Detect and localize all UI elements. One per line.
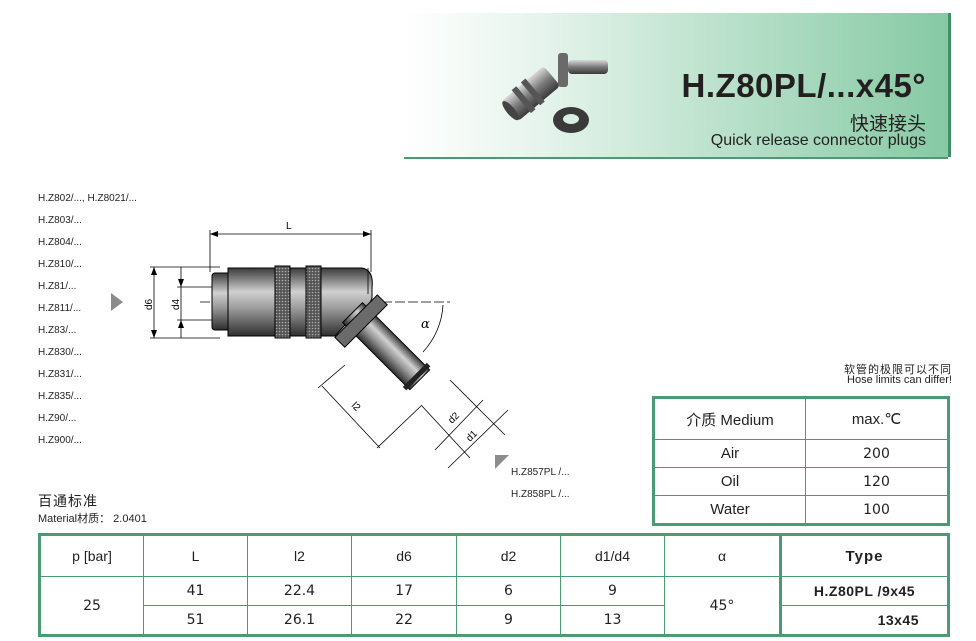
product-subtitle-en: Quick release connector plugs [710,132,926,149]
l2-cell: 26.1 [247,605,352,636]
column-header-d2: d2 [456,534,561,577]
table-row: Water 100 [653,495,949,525]
hose-note-cn: 软管的极限可以不同 [844,364,952,376]
compatible-item: H.Z81/... [38,281,77,292]
d2-cell: 6 [456,576,561,606]
triangle-corner-icon [495,455,509,469]
compatible-list: H.Z802/..., H.Z8021/... H.Z803/... H.Z80… [38,192,137,456]
column-header-max-temp: max.℃ [805,397,949,440]
compatible-item: H.Z810/... [38,259,82,270]
table-row: Air 200 [653,439,949,468]
temperature-cell: 200 [805,439,949,468]
header-banner: H.Z80PL/...x45° 快速接头 Quick release conne… [404,13,948,157]
medium-cell: Water [653,495,806,525]
temperature-cell: 120 [805,467,949,496]
alpha-cell: 45° [664,576,781,636]
L-cell: 41 [143,576,248,606]
compatible-item: H.Z858PL /... [511,489,570,500]
compatible-item: H.Z811/... [38,303,82,314]
compatible-item: H.Z831/... [38,369,82,380]
L-cell: 51 [143,605,248,636]
triangle-right-icon [111,293,123,311]
svg-text:d6: d6 [144,298,155,310]
d6-cell: 22 [351,605,457,636]
column-header-type: Type [779,534,949,577]
table-row: 51 26.1 22 9 13 13x45 [40,605,949,636]
svg-text:L: L [286,221,292,232]
d6-cell: 17 [351,576,457,606]
product-title: H.Z80PL/...x45° [681,67,926,104]
compatible-item: H.Z90/... [38,413,77,424]
compatible-item: H.Z857PL /... [511,467,570,478]
d2-cell: 9 [456,605,561,636]
technical-drawing: L d6 d4 α l2 d2 d1 [144,221,509,469]
svg-text:α: α [421,317,430,332]
compatible-item: H.Z830/... [38,347,82,358]
type-cell: 13x45 [779,605,949,636]
column-header-l2: l2 [247,534,352,577]
svg-text:d1: d1 [464,428,480,444]
svg-text:l2: l2 [349,400,363,414]
product-photo [502,53,608,133]
compatible-list-secondary: H.Z857PL /... H.Z858PL /... [511,466,570,510]
compatible-item: H.Z804/... [38,237,82,248]
svg-text:d4: d4 [171,298,182,310]
medium-cell: Oil [653,467,806,496]
specification-table: p [bar] L l2 d6 d2 d1/d4 α Type 25 41 22… [38,533,950,637]
medium-temperature-table: 介质 Medium max.℃ Air 200 Oil 120 Water 10… [652,396,950,526]
compatible-item: H.Z803/... [38,215,82,226]
table-row: 25 41 22.4 17 6 9 45° H.Z80PL /9x45 [39,576,949,636]
product-subtitle-cn: 快速接头 [849,114,926,135]
temperature-cell: 100 [805,495,949,525]
column-header-L: L [143,534,248,577]
standard-title: 百通标准 [38,493,98,509]
column-header-alpha: α [664,534,781,577]
compatible-item: H.Z83/... [38,325,77,336]
material-note: Material材质： 2.0401 [38,513,147,525]
l2-cell: 22.4 [247,576,352,606]
d1-d4-cell: 13 [560,605,665,636]
compatible-item: H.Z900/... [38,435,82,446]
type-cell: H.Z80PL /9x45 [779,576,949,606]
column-header-d6: d6 [351,534,457,577]
table-row: Oil 120 [653,467,949,496]
hose-note-en: Hose limits can differ! [847,374,952,386]
pressure-cell: 25 [39,576,144,636]
column-header-d1-d4: d1/d4 [560,534,665,577]
column-header-pressure: p [bar] [39,534,144,577]
compatible-item: H.Z802/..., H.Z8021/... [38,193,137,204]
d1-d4-cell: 9 [560,576,665,606]
compatible-item: H.Z835/... [38,391,82,402]
column-header-medium: 介质 Medium [653,397,806,440]
medium-cell: Air [653,439,806,468]
